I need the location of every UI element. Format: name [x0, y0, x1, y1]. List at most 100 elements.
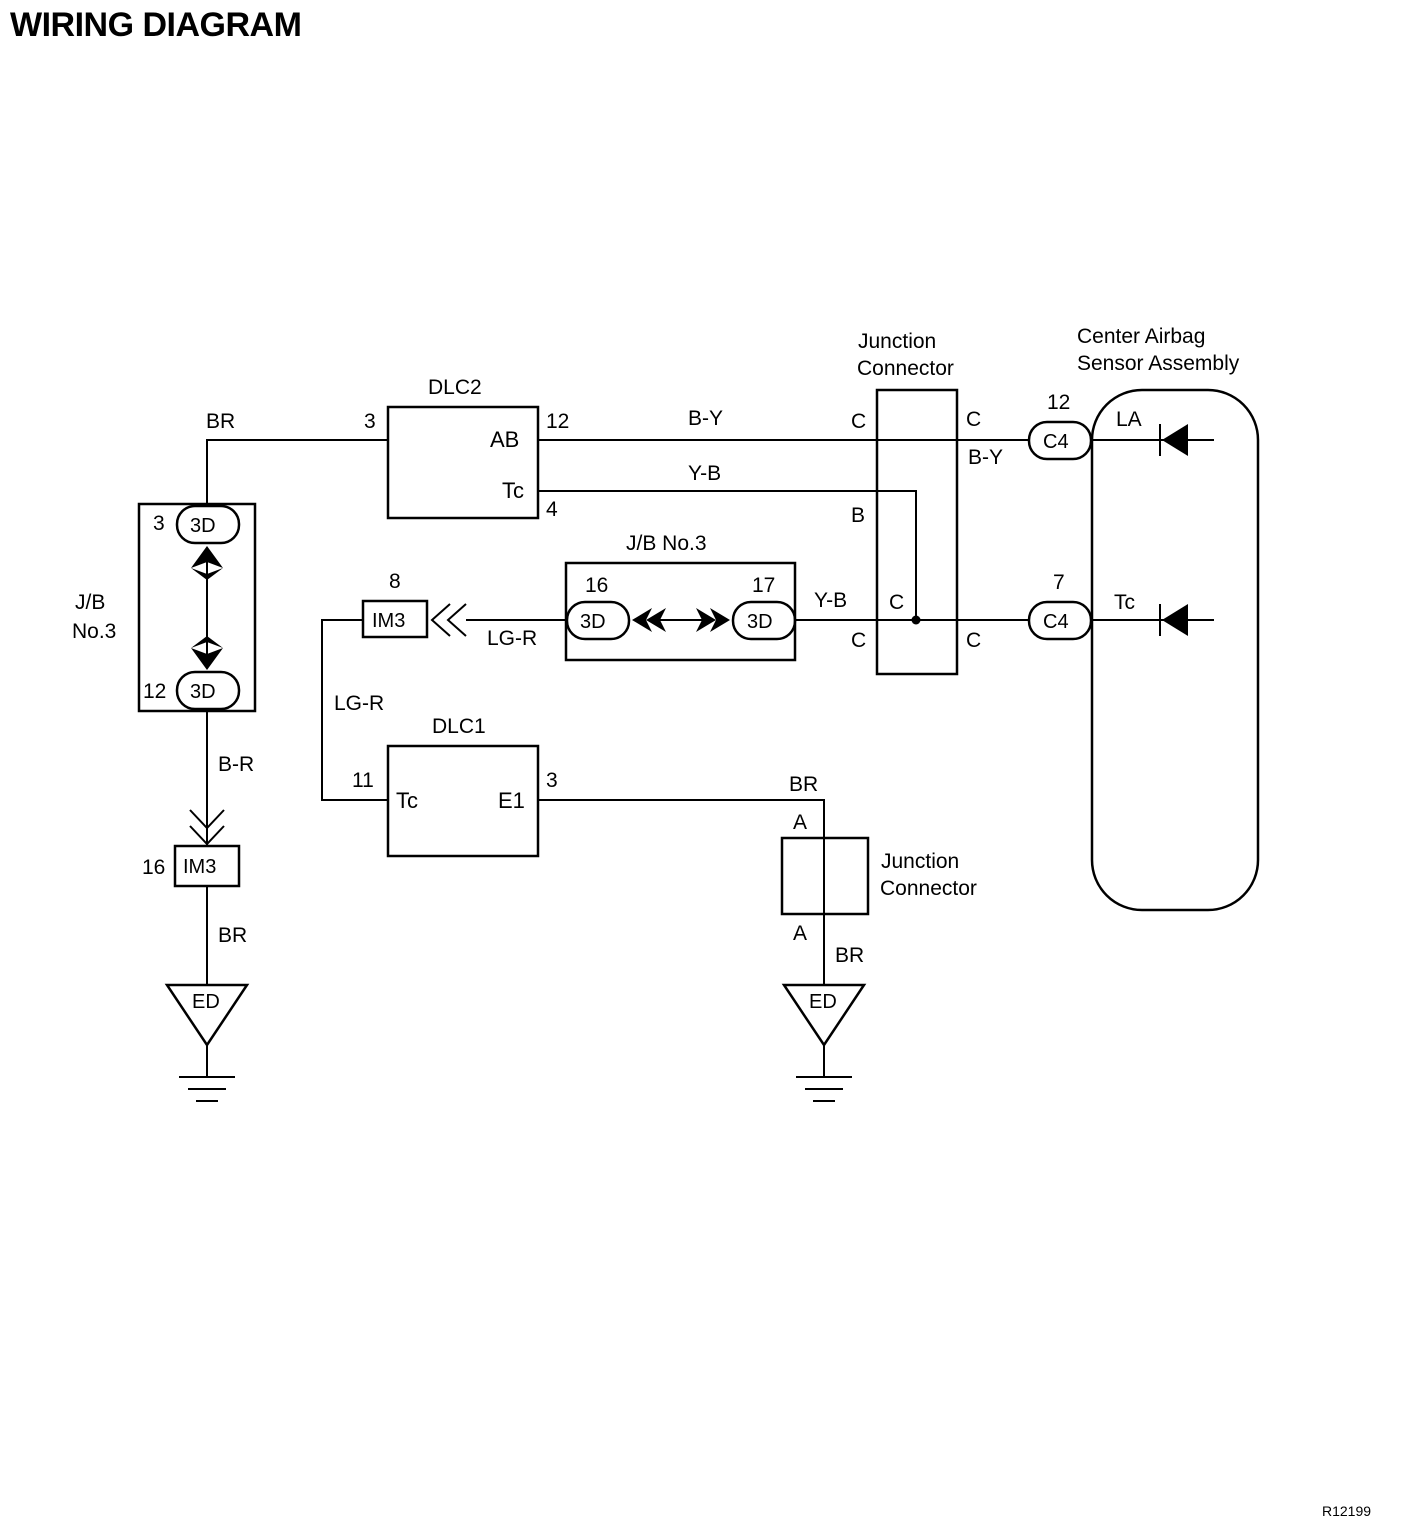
airbag-sensor-box — [1090, 388, 1260, 912]
wires — [206, 439, 1214, 985]
wire-label-br-dlc1: BR — [789, 773, 818, 796]
im3-upper-label: IM3 — [372, 610, 405, 632]
im3-upper: IM3 8 — [361, 570, 467, 639]
connector-arrow-icon — [191, 648, 223, 670]
junction-upper-pin-c-bot-left: C — [851, 629, 866, 652]
dlc2-pin-tc: Tc — [502, 478, 524, 503]
connector-arrow-icon — [191, 568, 223, 580]
im3-lower-box — [173, 844, 241, 888]
airbag-terminal-la: LA — [1116, 408, 1142, 431]
dlc2-box — [386, 405, 540, 520]
junction-upper-pin-b: B — [851, 504, 865, 527]
junction-upper-name-line1: Junction — [858, 330, 936, 353]
jb-mid-name: J/B No.3 — [626, 532, 707, 555]
figure-reference: R12199 — [1322, 1503, 1371, 1519]
ground-left-label: ED — [192, 991, 220, 1013]
dlc2-pin-4: 4 — [546, 498, 558, 521]
dlc2-pin-ab: AB — [490, 427, 519, 452]
airbag-conn-tc-label: C4 — [1043, 611, 1069, 633]
im3-lower: IM3 16 — [142, 809, 241, 888]
wire-labels: BR B-Y B-Y Y-B Y-B LG-R LG-R B-R BR BR B… — [206, 407, 1003, 967]
dlc2: DLC2 3 12 AB Tc 4 — [364, 376, 569, 521]
jb-mid-conn-left-pin: 16 — [585, 574, 608, 597]
jb-mid-conn-right-label: 3D — [747, 611, 773, 633]
junction-lower-pin-a-top: A — [793, 811, 807, 834]
junction-upper: Junction Connector C C B C C C — [851, 330, 981, 676]
dlc2-pin-3: 3 — [364, 410, 376, 433]
dlc1: DLC1 11 3 Tc E1 — [352, 715, 558, 858]
airbag-sensor-name-line2: Sensor Assembly — [1077, 352, 1240, 375]
jb-left-box — [137, 502, 257, 713]
dlc1-box — [386, 744, 540, 858]
jb-mid-conn-right — [731, 600, 797, 641]
dlc2-name: DLC2 — [428, 376, 482, 399]
ground-right-label: ED — [809, 991, 837, 1013]
connector-arrow-icon — [430, 603, 451, 637]
connector-arrow-icon — [710, 608, 730, 632]
im3-lower-pin: 16 — [142, 856, 165, 879]
connector-arrow-icon — [189, 825, 225, 846]
jb-left: J/B No.3 3D 3 3D 12 — [72, 502, 257, 713]
im3-lower-label: IM3 — [183, 856, 216, 878]
junction-upper-name-line2: Connector — [857, 357, 954, 380]
connector-arrow-icon — [191, 636, 223, 648]
dlc1-pin-tc: Tc — [396, 788, 418, 813]
jb-mid-box — [564, 561, 797, 662]
connector-arrow-icon — [696, 608, 716, 632]
jb-left-name-line2: No.3 — [72, 620, 116, 643]
ground-icon — [796, 1045, 852, 1102]
jb-left-conn-top-label: 3D — [190, 515, 216, 537]
jb-left-conn-bottom-label: 3D — [190, 681, 216, 703]
jb-mid: J/B No.3 3D 16 3D 17 — [564, 532, 797, 662]
junction-upper-pin-c-top-right: C — [966, 408, 981, 431]
page-title: WIRING DIAGRAM — [10, 6, 301, 44]
ground-left-triangle — [164, 983, 250, 1048]
jb-left-conn-top — [175, 504, 241, 545]
dlc2-pin-12: 12 — [546, 410, 569, 433]
dlc1-pin-3: 3 — [546, 769, 558, 792]
ground-right: ED — [781, 983, 867, 1102]
dlc1-name: DLC1 — [432, 715, 486, 738]
junction-upper-pin-c-mid-left: C — [889, 591, 904, 614]
wire-label-y-b-lower: Y-B — [814, 589, 847, 612]
wire-label-lg-r-vertical: LG-R — [334, 692, 384, 715]
airbag-conn-la-label: C4 — [1043, 431, 1069, 453]
im3-upper-pin: 8 — [389, 570, 401, 593]
airbag-terminal-tc: Tc — [1114, 591, 1135, 614]
diode-icon — [1159, 604, 1188, 636]
jb-mid-conn-left-label: 3D — [580, 611, 606, 633]
jb-left-conn-bottom — [175, 670, 241, 711]
junction-lower-name-line2: Connector — [880, 877, 977, 900]
connector-arrow-icon — [632, 608, 652, 632]
wire-lg-r-vertical — [321, 619, 388, 801]
wire-label-b-y-right: B-Y — [968, 446, 1003, 469]
wire-br-top — [206, 439, 388, 506]
airbag-conn-la — [1027, 420, 1093, 461]
im3-upper-box — [361, 599, 429, 639]
junction-lower-name-line1: Junction — [881, 850, 959, 873]
connector-arrow-icon — [191, 546, 223, 568]
airbag-sensor: Center Airbag Sensor Assembly C4 12 LA C… — [1027, 325, 1260, 912]
airbag-sensor-name-line1: Center Airbag — [1077, 325, 1205, 348]
junction-lower: Junction Connector A A — [780, 811, 977, 945]
connector-arrow-icon — [646, 608, 666, 632]
splice-dot — [911, 615, 921, 625]
wire-label-br-top: BR — [206, 410, 235, 433]
connector-arrow-icon — [446, 603, 467, 637]
wire-label-lg-r-horizontal: LG-R — [487, 627, 537, 650]
junction-upper-pin-c-bot-right: C — [966, 629, 981, 652]
airbag-conn-tc-pin: 7 — [1053, 571, 1065, 594]
jb-mid-conn-right-pin: 17 — [752, 574, 775, 597]
junction-upper-pin-c-top-left: C — [851, 410, 866, 433]
connector-arrow-icon — [189, 809, 225, 830]
wire-label-br-right-ground: BR — [835, 944, 864, 967]
ground-right-triangle — [781, 983, 867, 1048]
wire-y-b-upper — [538, 490, 917, 620]
airbag-conn-la-pin: 12 — [1047, 391, 1070, 414]
wire-label-br-left-ground: BR — [218, 924, 247, 947]
jb-left-name-line1: J/B — [75, 591, 105, 614]
wire-label-y-b-upper: Y-B — [688, 462, 721, 485]
airbag-conn-tc — [1027, 600, 1093, 641]
diode-icon — [1159, 424, 1188, 456]
